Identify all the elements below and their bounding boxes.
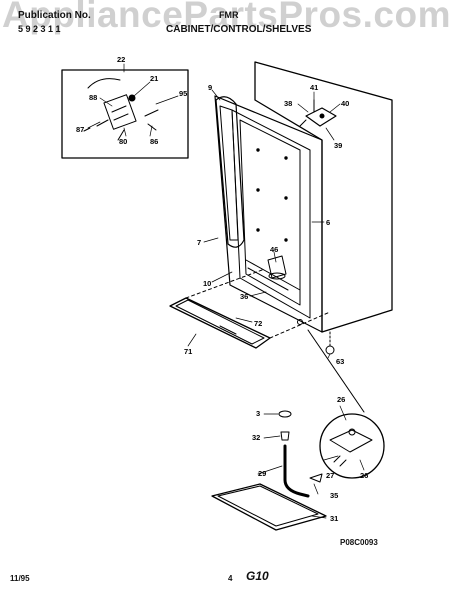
bottom-hinge-detail	[319, 413, 385, 479]
part-label-7: 7	[197, 238, 201, 247]
footer-date: 11/95	[10, 574, 30, 583]
publication-number-label: Publication No.	[18, 10, 91, 21]
part-label-35: 35	[330, 491, 338, 500]
drip-pan	[211, 483, 327, 531]
drain-cup	[267, 255, 287, 280]
publication-number-value: 5 9 2 3 1 1	[18, 24, 61, 34]
part-label-3: 3	[256, 409, 260, 418]
part-label-46: 46	[270, 245, 278, 254]
part-label-38: 38	[284, 99, 292, 108]
part-label-6: 6	[326, 218, 330, 227]
part-label-26-bottom: 26	[360, 471, 368, 480]
part-label-86: 86	[150, 137, 158, 146]
part-label-31: 31	[330, 514, 338, 523]
part-label-95: 95	[179, 89, 187, 98]
leader-lines	[87, 63, 365, 519]
part-label-36: 36	[240, 292, 248, 301]
drain-tube	[278, 410, 323, 498]
section-title: CABINET/CONTROL/SHELVES	[166, 24, 312, 35]
part-label-40: 40	[341, 99, 349, 108]
part-label-63: 63	[336, 357, 344, 366]
part-label-39: 39	[334, 141, 342, 150]
top-hinge	[299, 99, 337, 127]
part-label-41: 41	[310, 83, 318, 92]
part-label-72: 72	[254, 319, 262, 328]
part-label-9: 9	[208, 83, 212, 92]
watermark: AppliancePartsPros.com	[2, 0, 451, 35]
part-label-71: 71	[184, 347, 192, 356]
part-label-21: 21	[150, 74, 158, 83]
part-label-27: 27	[326, 471, 334, 480]
toe-grille	[169, 269, 331, 349]
part-label-88: 88	[89, 93, 97, 102]
door-gasket	[215, 96, 245, 248]
part-label-29: 29	[258, 469, 266, 478]
part-label-80: 80	[119, 137, 127, 146]
control-assembly-inset	[61, 69, 189, 159]
part-label-87: 87	[76, 125, 84, 134]
part-label-26-top: 26	[337, 395, 345, 404]
part-label-22: 22	[117, 55, 125, 64]
figure-code: P08C0093	[340, 538, 378, 547]
part-label-32: 32	[252, 433, 260, 442]
part-label-10: 10	[203, 279, 211, 288]
footer-page-number: 4	[228, 574, 233, 583]
footer-code: G10	[246, 569, 269, 583]
leveling-leg	[297, 319, 335, 355]
model-name: FMR	[219, 10, 239, 20]
